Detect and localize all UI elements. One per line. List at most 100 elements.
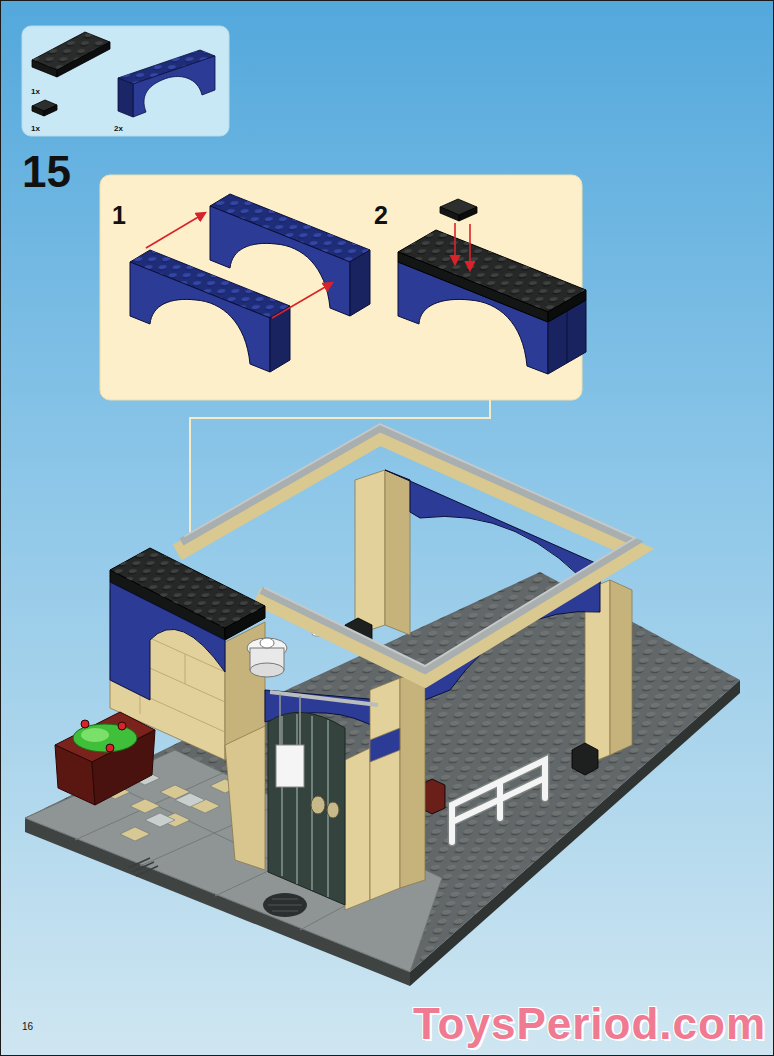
part-count: 1x	[31, 88, 40, 96]
roof-frame	[185, 424, 635, 678]
sidewalk	[272, 911, 298, 912]
blue-arch	[118, 78, 133, 117]
tan-pillar	[400, 672, 425, 888]
small-bricks	[572, 743, 598, 775]
watermark: ToysPeriod.com	[413, 1002, 766, 1046]
flower-box	[55, 712, 155, 805]
assembly-arrow	[146, 213, 205, 248]
white-railing	[452, 760, 545, 842]
baseplate	[25, 572, 740, 972]
blue-arch	[130, 262, 270, 372]
tan-pillar	[370, 728, 400, 762]
flower-box	[118, 722, 126, 730]
substep-number: 2	[374, 203, 388, 228]
blue-arch	[270, 306, 290, 372]
black-tile	[459, 207, 477, 221]
tan-pillar	[185, 654, 186, 684]
black-plate	[32, 60, 57, 77]
sidewalk	[145, 813, 175, 827]
sidewalk	[120, 827, 150, 841]
flower-box	[73, 724, 137, 752]
iron-gate	[282, 714, 328, 897]
sidewalk	[132, 862, 154, 872]
tan-pillar	[370, 672, 425, 900]
blue-arch	[350, 250, 370, 316]
black-tile	[440, 207, 459, 221]
assembly-arrow	[272, 283, 332, 318]
substep-callout: 12	[100, 175, 582, 400]
tan-pillar	[385, 470, 410, 635]
sidewalk	[272, 899, 298, 900]
flower-box	[106, 744, 114, 752]
sidewalk	[136, 866, 158, 876]
black-plate	[32, 32, 110, 77]
baseplate	[25, 572, 740, 986]
part-count: 2x	[114, 125, 123, 133]
blue-arch	[130, 250, 290, 372]
building-model	[25, 424, 740, 986]
iron-gate	[327, 802, 339, 818]
tan-pillar	[355, 470, 410, 635]
arch-assembly	[567, 311, 568, 363]
blue-arch	[210, 194, 370, 316]
substep-number: 1	[112, 203, 126, 228]
black-tile	[32, 100, 57, 116]
parts-callout	[22, 26, 229, 136]
blue-arch	[110, 582, 225, 700]
hanging-sign	[279, 694, 281, 745]
white-railing	[452, 760, 545, 842]
assembly-arrow	[454, 223, 456, 264]
arch-assembly	[398, 252, 548, 322]
parts-callout: 1x 1x 2x	[22, 26, 229, 137]
street-lamp	[247, 638, 287, 677]
sidewalk	[268, 899, 302, 911]
tan-wall	[225, 726, 265, 870]
sidewalk	[268, 905, 302, 906]
black-tile	[32, 106, 44, 116]
roof-frame	[185, 428, 635, 670]
sidewalk	[128, 858, 150, 868]
parts-callout	[22, 26, 229, 136]
black-plate	[57, 42, 110, 77]
blue-arch	[210, 206, 350, 316]
part-count: 1x	[31, 125, 40, 133]
tan-wall	[345, 748, 370, 910]
roof-frame	[185, 424, 635, 666]
baseplate	[25, 572, 740, 972]
flower-box	[81, 720, 89, 728]
blue-arch	[133, 56, 215, 117]
arch-assembly	[548, 290, 586, 322]
street-lamp	[260, 638, 274, 648]
flower-box	[55, 745, 95, 805]
tan-pillar	[610, 580, 632, 755]
step-number: 15	[22, 150, 71, 194]
drain-grate	[263, 893, 307, 917]
sidewalk	[128, 858, 158, 876]
assembly-arrow	[146, 213, 332, 318]
white-railing	[452, 760, 545, 842]
tan-pillar	[370, 678, 400, 900]
black-tile	[440, 199, 477, 221]
iron-gate	[281, 716, 283, 876]
hanging-sign	[270, 692, 378, 705]
flower-box	[81, 728, 109, 742]
sidewalk	[130, 799, 160, 813]
street-lamp	[250, 663, 284, 677]
hanging-sign	[270, 692, 378, 787]
assembly-arrow	[455, 223, 470, 270]
hanging-sign	[276, 745, 304, 787]
iron-gate	[311, 796, 325, 814]
sidewalk	[175, 793, 205, 807]
hanging-sign	[299, 696, 301, 745]
arch-assembly	[398, 230, 586, 374]
page-number: 16	[22, 1022, 33, 1032]
blue-arch	[118, 50, 215, 117]
iron-gate	[296, 714, 298, 884]
black-tile	[44, 105, 57, 116]
roof-frame	[185, 436, 635, 678]
tan-pillar	[355, 470, 385, 635]
